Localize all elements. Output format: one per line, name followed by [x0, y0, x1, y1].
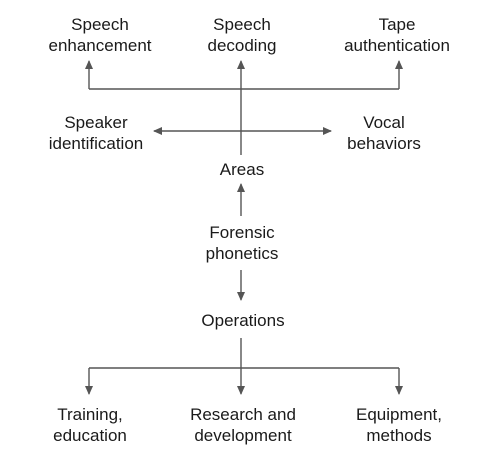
node-speech-decoding: Speech decoding: [207, 14, 276, 56]
node-label-line: methods: [366, 426, 432, 445]
node-tape-authentication: Tape authentication: [344, 14, 450, 56]
node-forensic-phonetics: Forensic phonetics: [206, 222, 279, 264]
node-speech-enhancement: Speech enhancement: [48, 14, 151, 56]
node-training-education: Training, education: [53, 404, 127, 446]
node-label-line: development: [194, 426, 292, 445]
node-label-line: Speech: [71, 15, 129, 34]
node-label-line: Speaker: [64, 113, 128, 132]
node-label-line: Research and: [190, 405, 296, 424]
node-equipment-methods: Equipment, methods: [356, 404, 442, 446]
node-label-line: behaviors: [347, 134, 421, 153]
node-operations: Operations: [201, 310, 284, 331]
node-vocal-behaviors: Vocal behaviors: [347, 112, 421, 154]
node-label-line: phonetics: [205, 244, 279, 263]
node-label-line: Training,: [57, 405, 123, 424]
node-research-development: Research and development: [190, 404, 296, 446]
node-label-line: decoding: [207, 36, 277, 55]
node-label-line: Areas: [219, 160, 265, 179]
node-areas: Areas: [220, 159, 264, 180]
node-label-line: Speech: [213, 15, 271, 34]
node-label-line: education: [53, 426, 127, 445]
node-label-line: Vocal: [363, 113, 405, 132]
node-label-line: Equipment,: [356, 405, 442, 424]
node-speaker-identification: Speaker identification: [49, 112, 144, 154]
node-label-line: identification: [48, 134, 144, 153]
node-label-line: Tape: [378, 15, 416, 34]
node-label-line: Operations: [201, 311, 285, 330]
node-label-line: enhancement: [48, 36, 152, 55]
node-label-line: Forensic: [209, 223, 275, 242]
node-label-line: authentication: [344, 36, 450, 55]
